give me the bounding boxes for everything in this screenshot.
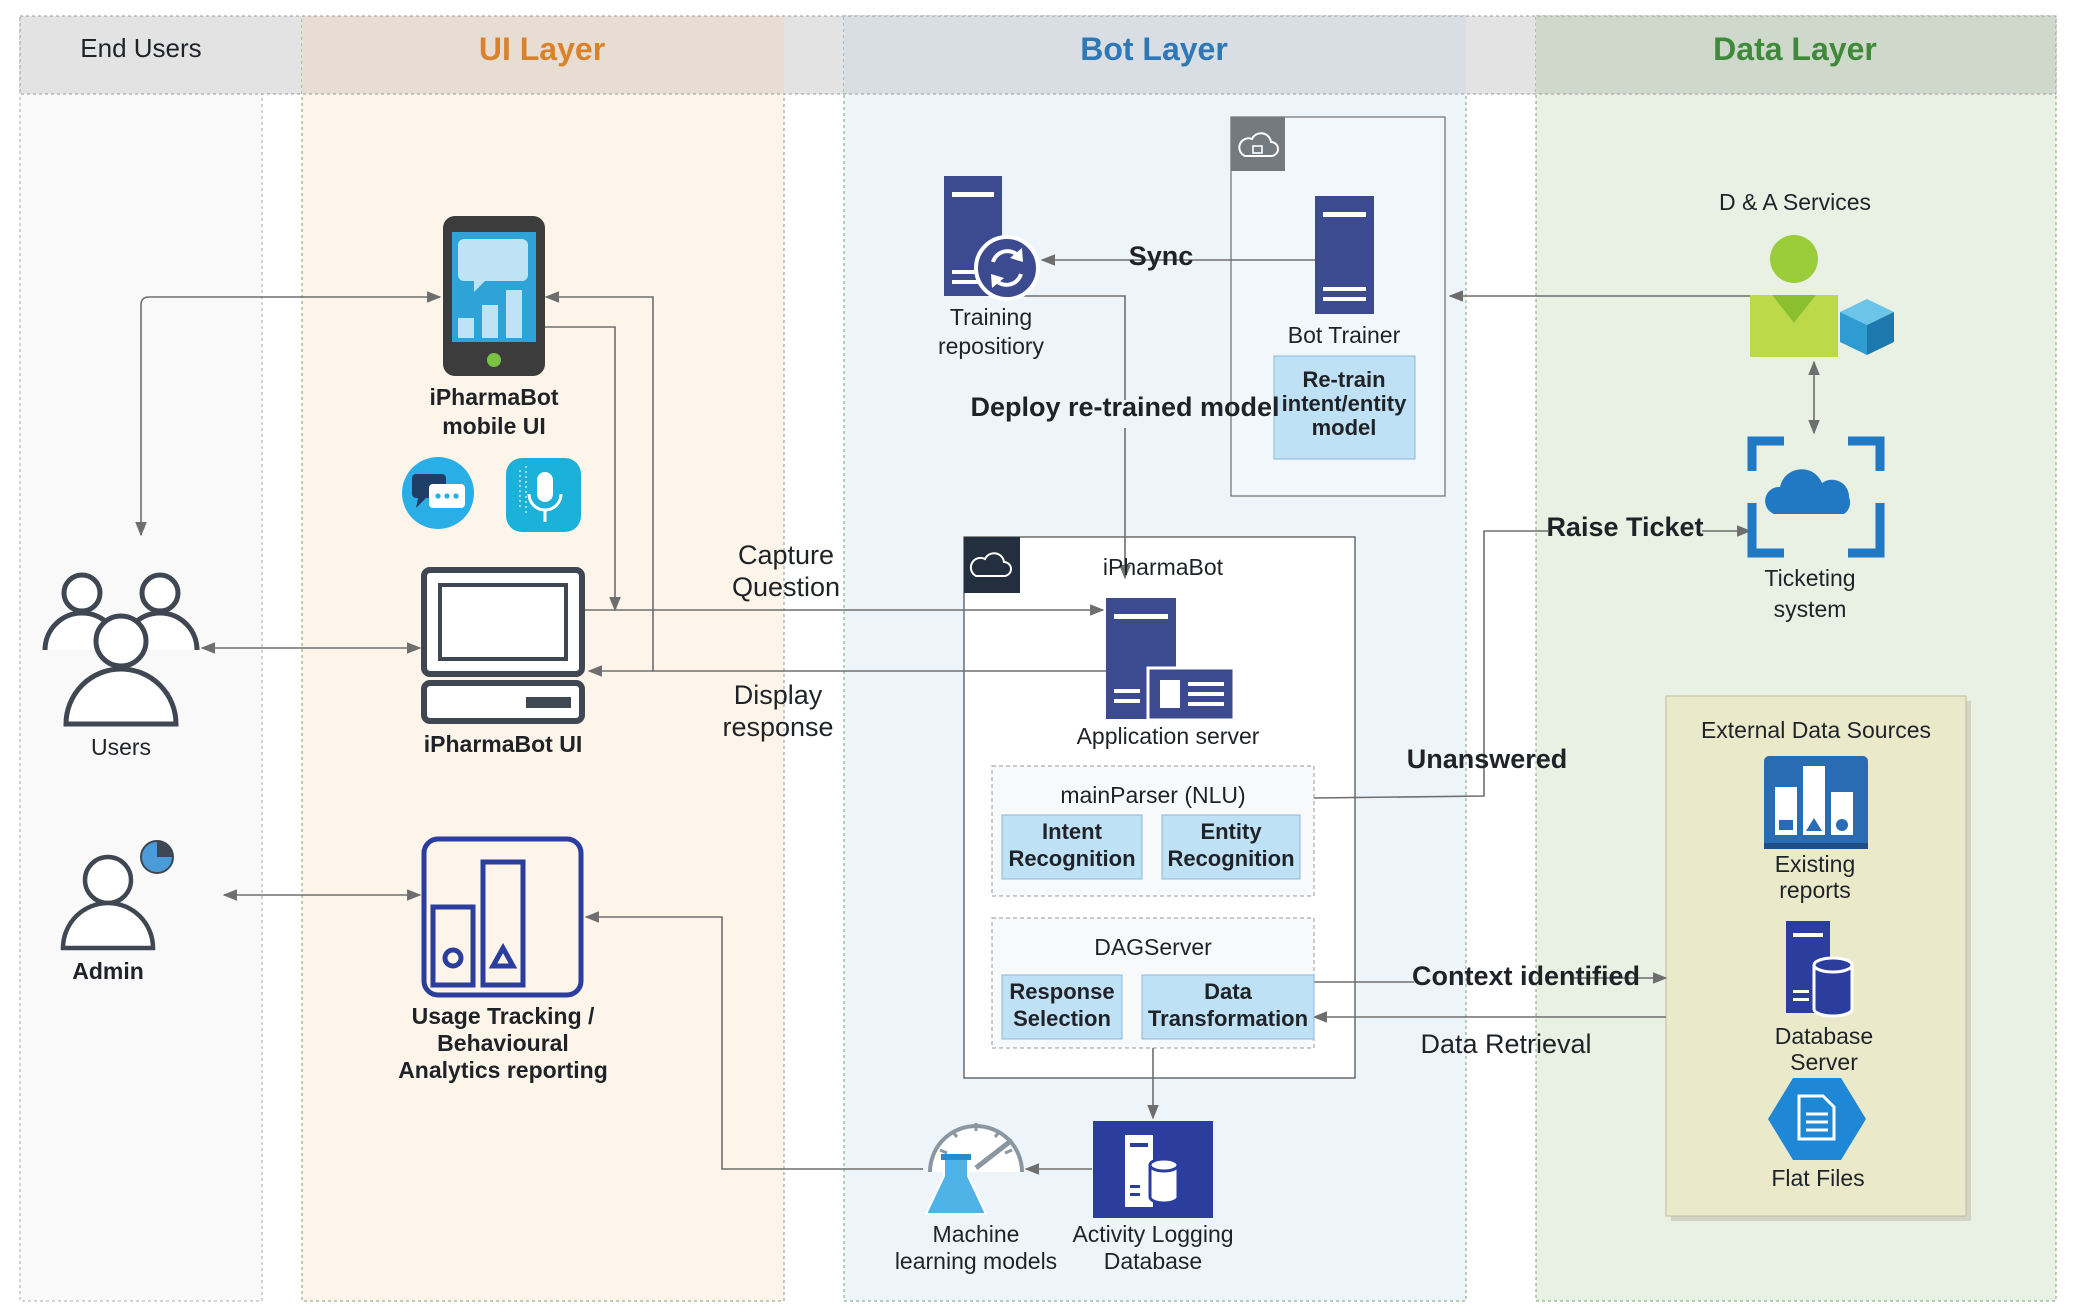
unanswered-label: Unanswered [1407,744,1568,774]
cloud-lock-icon [1238,132,1279,157]
lane-title-data-layer: Data Layer [1713,31,1877,67]
activity-logging-database-icon [1093,1121,1213,1218]
arrow-unanswered-ticket [1313,531,1750,799]
arrow-ml-usage [584,911,923,1170]
deploy-label: Deploy re-trained model [970,392,1279,422]
lane-title-ui-layer: UI Layer [479,31,605,67]
mobile-ui-label-line1: iPharmaBot [429,384,558,410]
db-label-line1: Database [1775,1023,1873,1049]
existing-reports-icon [1764,756,1868,849]
retrain-model-box: Re-train intent/entity model [1273,355,1416,460]
intent-recognition-box: Intent Recognition [1001,814,1143,880]
arrow-deploy [1005,295,1125,578]
machine-learning-icon [924,1123,1024,1215]
response-label-line2: Selection [1013,1006,1111,1031]
response-label-line1: Response [1009,979,1114,1004]
chat-bubble-icon [402,457,474,529]
entity-recognition-box: Entity Recognition [1161,814,1301,880]
transform-label-line1: Data [1204,979,1252,1004]
raise-ticket-label: Raise Ticket [1546,512,1703,542]
arrow-mobile-desktop [545,326,621,612]
users-label: Users [91,734,151,760]
sync-label: Sync [1129,241,1194,271]
intent-label-line1: Intent [1042,819,1103,844]
retrain-label-line1: Re-train [1302,367,1385,392]
arrow-users-mobile [135,291,442,537]
data-transformation-box: Data Transformation [1141,974,1315,1040]
lane-end-users [19,15,302,1302]
bar-chart-icon [421,836,584,998]
lane-title-end-users: End Users [80,33,201,63]
admin-label: Admin [72,958,144,984]
reports-label-line1: Existing [1775,851,1856,877]
lane-header-border [19,15,2057,95]
display-label-line2: response [722,712,833,742]
capture-label-line1: Capture [738,540,834,570]
logging-label-line1: Activity Logging [1072,1221,1233,1247]
ticketing-label-line1: Ticketing [1764,565,1855,591]
ml-label-line1: Machine [933,1221,1020,1247]
training-label-line1: Training [950,304,1032,330]
db-label-line2: Server [1790,1049,1858,1075]
flat-files-icon [1768,1078,1866,1160]
connectors [135,254,1820,1175]
bot-trainer-server-icon [1315,196,1374,314]
mobile-phone-icon [443,216,545,376]
response-selection-box: Response Selection [1001,974,1123,1040]
display-label-line1: Display [734,680,823,710]
usage-label-line2: Behavioural [437,1030,569,1056]
desktop-ui-label: iPharmaBot UI [424,731,582,757]
capture-label-line2: Question [732,572,840,602]
flat-files-label: Flat Files [1771,1165,1864,1191]
entity-label-line2: Recognition [1167,846,1294,871]
analytics-services-icon [1750,235,1894,357]
usage-label-line1: Usage Tracking / [412,1003,595,1029]
bot-trainer-label: Bot Trainer [1288,322,1401,348]
intent-label-line2: Recognition [1008,846,1135,871]
users-icon [42,572,200,727]
arrow-response-mobile [544,291,1108,672]
desktop-computer-icon [421,567,585,724]
data-retrieval-label: Data Retrieval [1420,1029,1591,1059]
ml-label-line2: learning models [895,1248,1057,1274]
retrain-label-line2: intent/entity [1282,391,1407,416]
dag-server-label: DAGServer [1094,934,1212,960]
application-server-icon [1106,598,1236,722]
ipharmabot-label: iPharmaBot [1103,554,1224,580]
usage-label-line3: Analytics reporting [398,1057,608,1083]
training-label-line2: repositiory [938,333,1045,359]
retrain-label-line3: model [1312,415,1377,440]
logging-label-line2: Database [1104,1248,1202,1274]
main-parser-label: mainParser (NLU) [1060,782,1245,808]
admin-icon [60,840,174,951]
lane-title-bot-layer: Bot Layer [1080,31,1228,67]
context-identified-label: Context identified [1412,961,1640,991]
mobile-ui-label-line2: mobile UI [442,413,546,439]
training-repository-icon [944,176,1040,301]
external-sources-title: External Data Sources [1701,717,1931,743]
app-server-label: Application server [1077,723,1260,749]
microphone-icon [506,458,581,532]
arrow-context-identified [1314,978,1666,982]
database-server-icon [1786,921,1854,1018]
reports-label-line2: reports [1779,877,1851,903]
da-services-label: D & A Services [1719,189,1871,215]
entity-label-line1: Entity [1200,819,1262,844]
cloud-icon [969,552,1012,577]
ticketing-system-icon [1747,436,1885,558]
transform-label-line2: Transformation [1148,1006,1308,1031]
ticketing-label-line2: system [1774,596,1847,622]
